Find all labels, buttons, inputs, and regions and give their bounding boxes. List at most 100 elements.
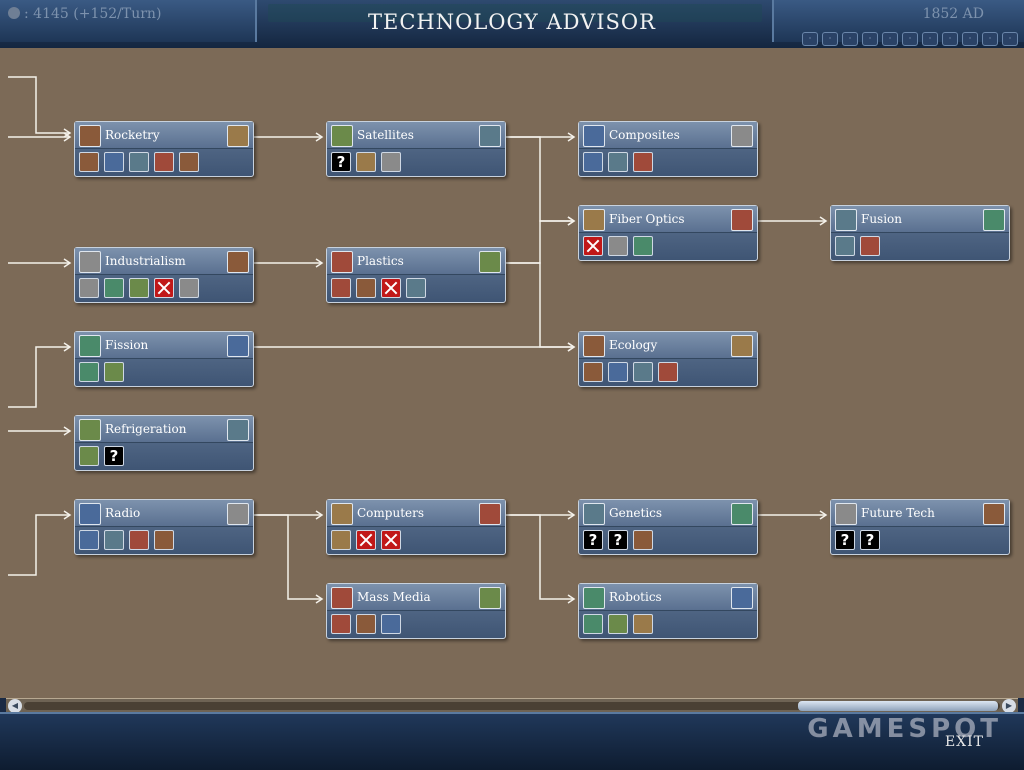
tech-node-computers[interactable]: Computers [326,499,506,555]
unlock-icon[interactable] [104,530,124,550]
unlock-icon[interactable] [356,278,376,298]
unlock-icon[interactable] [104,152,124,172]
horizontal-scrollbar[interactable]: ◀ ▶ [6,698,1018,713]
scroll-left-arrow-icon[interactable]: ◀ [8,699,22,713]
watermark-logo: GAMESPOT [807,714,1002,744]
unlock-icon[interactable] [79,530,99,550]
unlock-icon[interactable] [658,362,678,382]
tech-name: Future Tech [861,506,935,520]
tech-name: Mass Media [357,590,431,604]
tech-node-plastics[interactable]: Plastics [326,247,506,303]
advisor-toolbar-button[interactable]: · [942,32,958,46]
locked-unlock-icon[interactable] [154,278,174,298]
tech-name: Industrialism [105,254,186,268]
tech-icon [331,587,353,609]
tech-node-composites[interactable]: Composites [578,121,758,177]
advisor-toolbar-button[interactable]: · [962,32,978,46]
unlock-icon[interactable] [381,614,401,634]
unlock-icon[interactable] [406,278,426,298]
advisor-toolbar-button[interactable]: · [1002,32,1018,46]
advisor-flag-icon [227,335,249,357]
unlock-icon[interactable] [179,152,199,172]
unknown-unlock-icon[interactable]: ? [608,530,628,550]
tech-node-header [579,584,757,611]
unlock-icon[interactable] [104,278,124,298]
locked-unlock-icon[interactable] [381,530,401,550]
tech-node-rocketry[interactable]: Rocketry [74,121,254,177]
unlock-icon[interactable] [129,152,149,172]
unlock-icon[interactable] [633,362,653,382]
unlock-icon[interactable] [860,236,880,256]
advisor-toolbar-button[interactable]: · [842,32,858,46]
unlock-icon[interactable] [356,152,376,172]
unlock-icon[interactable] [129,530,149,550]
advisor-toolbar-button[interactable]: · [802,32,818,46]
unlock-icon[interactable] [331,278,351,298]
unlock-icon[interactable] [633,152,653,172]
unlock-icon[interactable] [633,530,653,550]
tech-link-arrow-icon [567,216,576,226]
unlock-icon[interactable] [583,152,603,172]
unlock-icon[interactable] [79,446,99,466]
tech-node-robotics[interactable]: Robotics [578,583,758,639]
advisor-toolbar-button[interactable]: · [882,32,898,46]
unlock-icon[interactable] [154,152,174,172]
advisor-toolbar-button[interactable]: · [862,32,878,46]
tech-node-mass-media[interactable]: Mass Media [326,583,506,639]
advisor-toolbar-button[interactable]: · [822,32,838,46]
locked-unlock-icon[interactable] [583,236,603,256]
advisor-toolbar-button[interactable]: · [902,32,918,46]
unlock-icon[interactable] [583,614,603,634]
exit-button[interactable]: EXIT [944,734,984,750]
unlock-icon[interactable] [356,614,376,634]
unlock-icon[interactable] [104,362,124,382]
unlock-icon[interactable] [608,152,628,172]
scroll-track[interactable] [24,702,1000,710]
tech-node-satellites[interactable]: Satellites? [326,121,506,177]
unlock-icon[interactable] [608,362,628,382]
unlock-icon[interactable] [583,362,603,382]
unlock-icon[interactable] [79,362,99,382]
unlock-icon[interactable] [608,614,628,634]
unlock-icon[interactable] [179,278,199,298]
tech-node-future-tech[interactable]: Future Tech?? [830,499,1010,555]
scroll-thumb[interactable] [798,701,998,711]
unknown-unlock-icon[interactable]: ? [860,530,880,550]
advisor-toolbar-button[interactable]: · [982,32,998,46]
tech-node-refrigeration[interactable]: Refrigeration? [74,415,254,471]
unlock-icon[interactable] [79,278,99,298]
unknown-unlock-icon[interactable]: ? [331,152,351,172]
unknown-unlock-icon[interactable]: ? [104,446,124,466]
unlock-list: ?? [583,530,653,550]
unlock-list [79,278,199,298]
unknown-unlock-icon[interactable]: ? [835,530,855,550]
tech-name: Satellites [357,128,414,142]
tech-icon [583,503,605,525]
unlock-icon[interactable] [79,152,99,172]
advisor-toolbar-button[interactable]: · [922,32,938,46]
tech-node-ecology[interactable]: Ecology [578,331,758,387]
unlock-icon[interactable] [154,530,174,550]
unlock-icon[interactable] [331,530,351,550]
unlock-icon[interactable] [608,236,628,256]
locked-unlock-icon[interactable] [381,278,401,298]
tech-node-fusion[interactable]: Fusion [830,205,1010,261]
top-bar: : 4145 (+152/Turn) TECHNOLOGY ADVISOR 18… [0,0,1024,50]
advisor-flag-icon [731,503,753,525]
unlock-icon[interactable] [129,278,149,298]
locked-unlock-icon[interactable] [356,530,376,550]
tech-node-genetics[interactable]: Genetics?? [578,499,758,555]
unlock-icon[interactable] [381,152,401,172]
unknown-unlock-icon[interactable]: ? [583,530,603,550]
scroll-right-arrow-icon[interactable]: ▶ [1002,699,1016,713]
tech-node-fiber-optics[interactable]: Fiber Optics [578,205,758,261]
tech-node-industrialism[interactable]: Industrialism [74,247,254,303]
tech-node-radio[interactable]: Radio [74,499,254,555]
tech-node-fission[interactable]: Fission [74,331,254,387]
unlock-icon[interactable] [835,236,855,256]
tech-link-arrow-icon [315,132,324,142]
unlock-icon[interactable] [331,614,351,634]
unlock-icon[interactable] [633,614,653,634]
unlock-icon[interactable] [633,236,653,256]
